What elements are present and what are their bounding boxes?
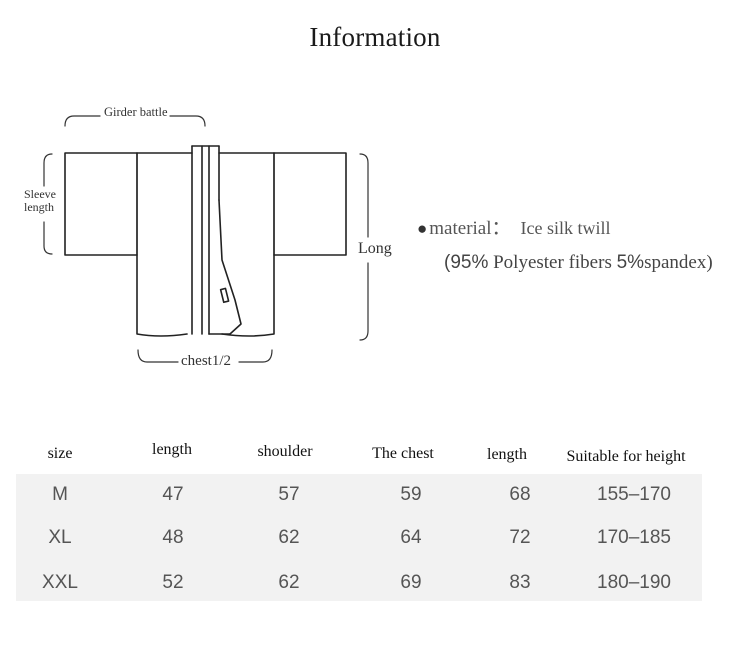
table-row: XL 48 62 64 72 170–185 [16,517,702,559]
material-label: material： [429,218,511,239]
composition-pct1: 95% [450,252,489,273]
right-sleeve-outline [273,152,347,256]
cell-length-2: 68 [509,484,531,505]
sleeve-label-line2: length [24,199,54,214]
cell-length: 47 [162,484,184,505]
body-outline [136,152,275,337]
sleeve-bracket [43,153,53,255]
long-bracket [359,153,369,341]
cell-size: M [52,484,68,505]
chest-label: chest1/2 [181,353,231,369]
material-line: ●material： Ice silk twill [417,213,611,240]
table-row: M 47 57 59 68 155–170 [16,474,702,516]
long-label: Long [358,240,392,257]
material-value: Ice silk twill [520,218,611,238]
sleeve-length-label: Sleeve length [24,188,56,213]
header-chest: The chest [372,445,434,462]
cell-shoulder: 62 [278,572,300,593]
cell-chest: 59 [400,484,422,505]
chest-bracket [137,349,273,363]
material-composition: (95% Polyester fibers 5%spandex) [444,252,713,274]
button-tab [219,287,230,304]
cell-length: 48 [162,527,184,548]
cell-chest: 69 [400,572,422,593]
header-suitable-height: Suitable for height [566,448,686,465]
cell-height: 170–185 [597,527,671,548]
size-table-header: size length shoulder The chest length Su… [0,437,750,471]
table-row: XXL 52 62 69 83 180–190 [16,562,702,604]
composition-text2: spandex) [644,252,713,273]
left-sleeve-outline [64,152,138,256]
cell-size: XXL [42,572,78,593]
header-length: length [152,441,192,458]
cell-height: 180–190 [597,572,671,593]
cell-shoulder: 57 [278,484,300,505]
page-title: Information [309,22,441,52]
girder-label: Girder battle [104,105,168,119]
collar-band [191,145,203,335]
composition-pct2: 5% [616,252,645,273]
cell-length-2: 83 [509,572,531,593]
size-table-body: M 47 57 59 68 155–170 XL 48 62 64 72 170… [16,474,702,601]
sleeve-label-line1: Sleeve [24,187,56,201]
cell-length: 52 [162,572,184,593]
header-size: size [47,445,73,462]
cell-size: XL [48,527,72,548]
bullet-icon: ● [417,219,428,238]
header-shoulder: shoulder [257,443,313,460]
garment-diagram [43,115,369,363]
composition-open: ( [444,252,451,273]
girder-bracket [64,115,206,127]
composition-text1: Polyester fibers [488,252,617,273]
cell-height: 155–170 [597,484,671,505]
cell-chest: 64 [400,527,422,548]
cell-shoulder: 62 [278,527,300,548]
header-length-2: length [487,446,527,463]
cell-length-2: 72 [509,527,531,548]
